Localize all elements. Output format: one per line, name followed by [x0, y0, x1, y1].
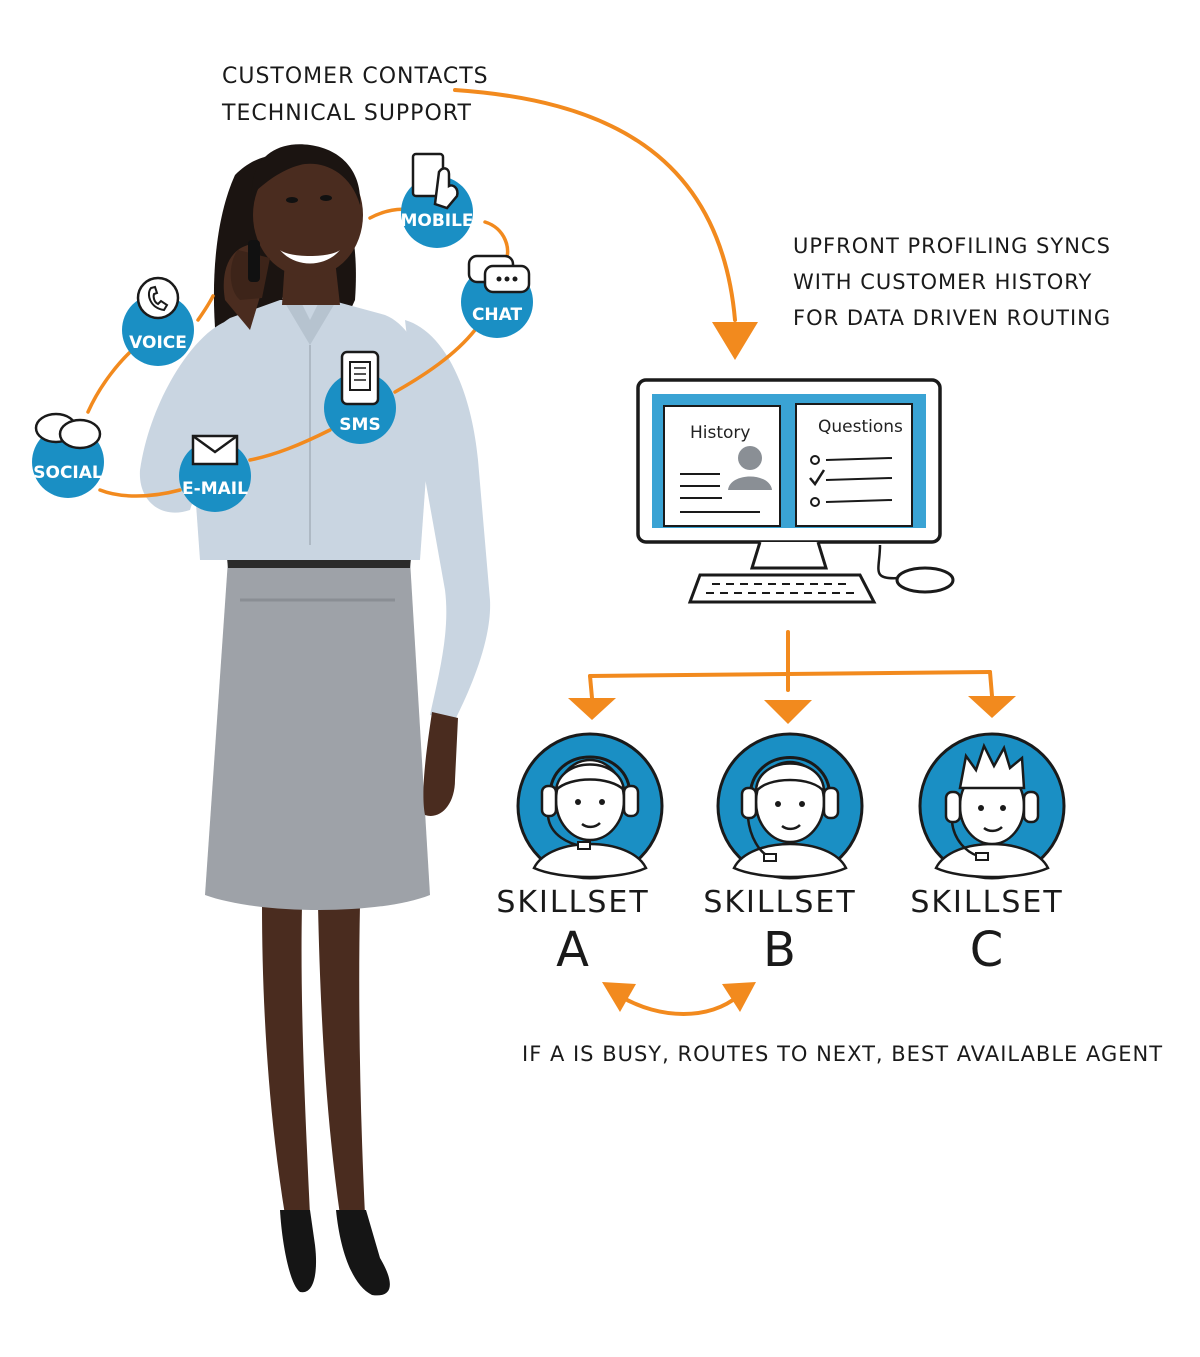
routing-arrows [588, 630, 994, 700]
mouse [877, 544, 955, 594]
computer-monitor: History Questions [636, 378, 942, 570]
skillset-a: Skillset A [483, 886, 663, 980]
agent-headset-male-icon [716, 732, 864, 880]
caption-profiling: Upfront Profiling Syncs with customer hi… [793, 228, 1111, 336]
screen-questions-title: Questions [818, 417, 903, 437]
keyboard [687, 573, 877, 604]
skillset-a-letter: A [556, 922, 590, 978]
skillset-c-letter: C [969, 922, 1005, 978]
chat-bubbles-icon [467, 254, 531, 294]
channel-social: Social [32, 412, 104, 498]
caption-contact: Customer contacts technical support [222, 58, 489, 132]
channel-social-label: Social [33, 463, 103, 483]
agent-headset-female-icon [516, 732, 664, 880]
speech-bubbles-icon [34, 412, 102, 450]
channel-mobile: Mobile [400, 152, 474, 248]
skillset-b: Skillset B [690, 886, 870, 980]
channel-sms: SMS [324, 350, 396, 444]
agent-c-avatar [918, 732, 1066, 880]
tablet-touch-icon [411, 152, 459, 210]
agent-headset-spiky-icon [918, 732, 1066, 880]
checkmark-icon [809, 469, 826, 487]
caption-contact-line-1: Customer contacts [222, 64, 489, 89]
channel-chat: Chat [461, 254, 533, 338]
caption-contact-line-2: technical support [222, 101, 472, 126]
phone-icon [136, 276, 180, 320]
channel-sms-label: SMS [339, 415, 380, 435]
arrow-head-b [764, 700, 812, 724]
skillset-a-name: Skillset [496, 885, 650, 920]
screen-history-title: History [690, 423, 750, 443]
channel-voice-label: Voice [129, 333, 187, 353]
caption-profiling-line-2: with customer history [793, 270, 1093, 294]
smartphone-icon [340, 350, 380, 406]
skillset-b-name: Skillset [703, 885, 857, 920]
arrow-contact-to-computer [453, 88, 758, 360]
agent-a-avatar [516, 732, 664, 880]
skillset-c-name: Skillset [910, 885, 1064, 920]
channel-mobile-label: Mobile [400, 211, 473, 231]
channel-chat-label: Chat [472, 305, 523, 325]
skillset-b-letter: B [763, 922, 797, 978]
arrow-head-c [968, 696, 1016, 718]
person-silhouette-icon [728, 446, 772, 490]
channel-voice: Voice [122, 276, 194, 366]
caption-profiling-line-3: for data driven routing [793, 306, 1112, 330]
envelope-icon [191, 434, 239, 466]
caption-profiling-line-1: Upfront Profiling Syncs [793, 234, 1111, 258]
caption-busy-text: If A is busy, routes to next, best avail… [522, 1042, 1164, 1066]
skillset-c: Skillset C [897, 886, 1077, 980]
customer-woman-figure [139, 144, 491, 1296]
channel-email: E-mail [179, 434, 251, 512]
arrow-a-to-b [602, 982, 756, 1016]
agent-b-avatar [716, 732, 864, 880]
arrow-head-a [568, 698, 616, 720]
channel-email-label: E-mail [182, 479, 248, 499]
caption-busy: If A is busy, routes to next, best avail… [522, 1036, 1163, 1073]
